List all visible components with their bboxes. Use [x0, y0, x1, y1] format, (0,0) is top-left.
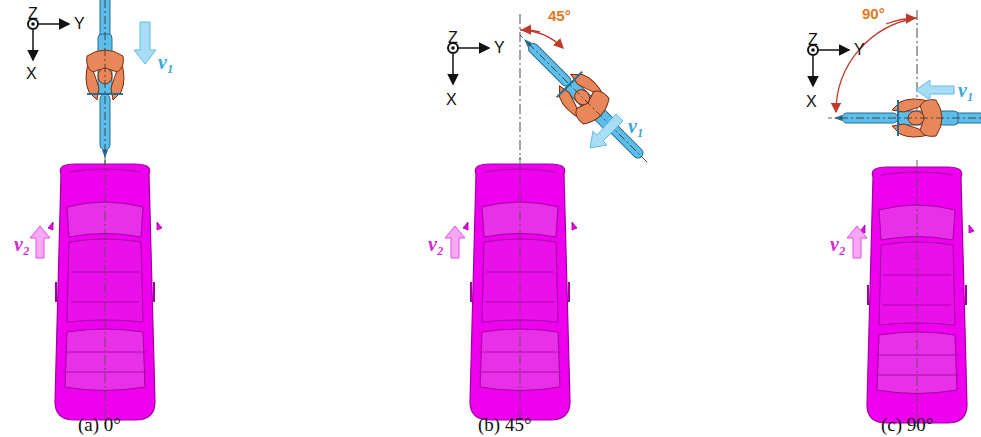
axis-label: Y: [494, 40, 505, 56]
axis-label: X: [806, 94, 817, 110]
angle-label: 90°: [862, 6, 885, 21]
velocity-label: v₁: [958, 80, 974, 100]
panel-caption: (b) 45°: [478, 415, 532, 434]
velocity-label: v₁: [628, 116, 644, 136]
axis-label: Y: [74, 16, 85, 32]
axis-label: Y: [854, 42, 865, 58]
velocity-label: v₁: [158, 52, 174, 72]
panel-caption: (c) 90°: [881, 415, 933, 434]
axis-label: Z: [808, 32, 818, 48]
axis-label: Z: [448, 30, 458, 46]
axis-label: X: [26, 66, 37, 82]
axis-label: Z: [28, 6, 38, 22]
panel-caption: (a) 0°: [78, 415, 121, 434]
velocity-label: v₂: [830, 234, 846, 254]
velocity-label: v₂: [428, 234, 444, 254]
angle-label: 45°: [548, 8, 571, 23]
axis-label: X: [446, 92, 457, 108]
velocity-label: v₂: [14, 234, 30, 254]
